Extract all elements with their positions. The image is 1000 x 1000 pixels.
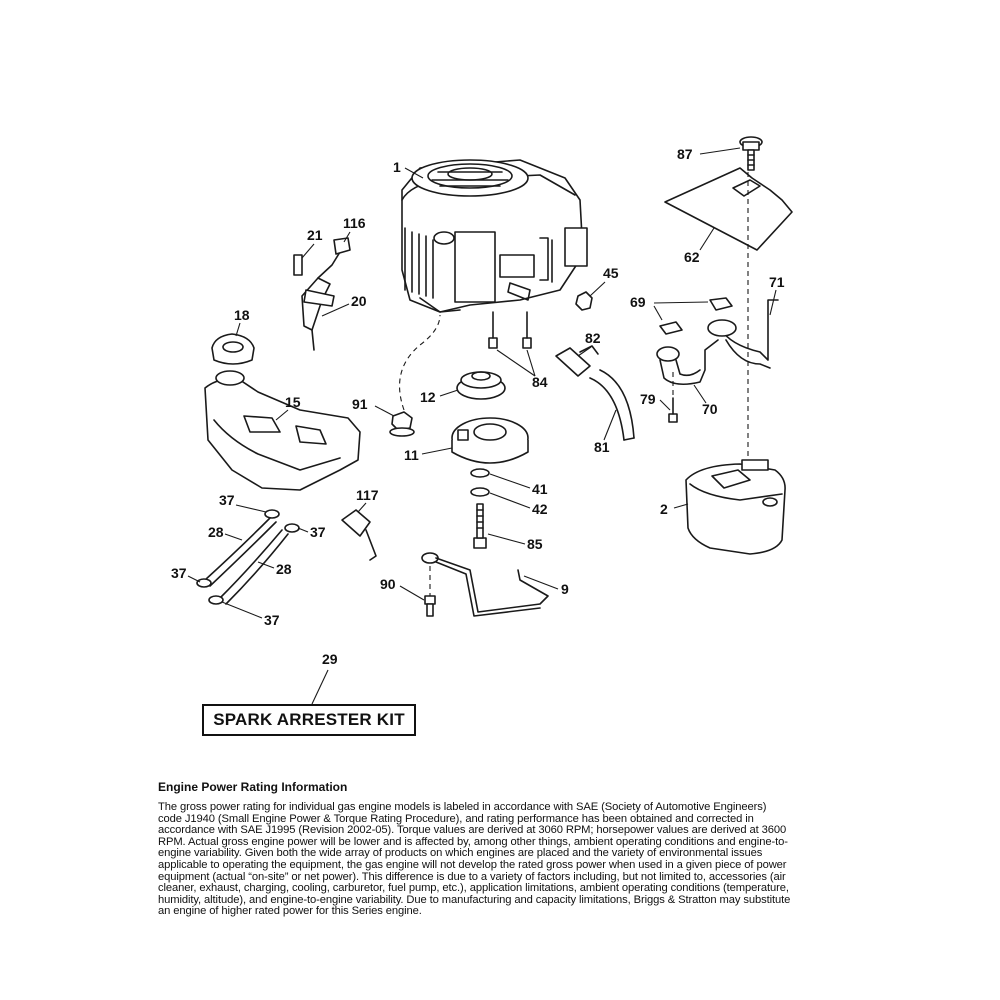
callout-82: 82: [585, 330, 601, 346]
spark-arrester-kit-label: SPARK ARRESTER KIT: [202, 704, 416, 736]
knob-116: [333, 237, 351, 255]
parts-diagram: 1 87 62 21 116 20 45 71: [171, 136, 793, 705]
callout-21: 21: [307, 227, 323, 243]
callout-28a: 28: [208, 524, 224, 540]
callout-62: 62: [684, 249, 700, 265]
callout-81: 81: [594, 439, 610, 455]
callout-91: 91: [352, 396, 368, 412]
washer-41: [470, 468, 490, 478]
callout-71: 71: [769, 274, 785, 290]
callout-15: 15: [285, 394, 301, 410]
callout-2: 2: [660, 501, 668, 517]
callout-45: 45: [603, 265, 619, 281]
fuel-lines-28: [204, 517, 289, 605]
exhaust-pipe-70: [656, 339, 719, 386]
callout-70: 70: [702, 401, 718, 417]
heat-shield-62: [664, 167, 793, 251]
clutch-11: [451, 417, 529, 464]
callout-87: 87: [677, 146, 693, 162]
callout-117: 117: [356, 487, 379, 503]
gaskets-69: [659, 297, 733, 335]
hose-clamps-37: [196, 509, 300, 605]
callout-11: 11: [404, 447, 419, 463]
throttle-bracket-20: [293, 251, 341, 351]
muffler-2: [685, 459, 786, 555]
fuel-cap-18: [211, 333, 255, 365]
callout-12: 12: [420, 389, 436, 405]
callout-69: 69: [630, 294, 646, 310]
engine: [401, 159, 588, 313]
exhaust-pipe-71: [707, 299, 779, 369]
callout-79: 79: [640, 391, 656, 407]
callout-28b: 28: [276, 561, 292, 577]
shutoff-valve-117: [341, 509, 377, 561]
fitting-82: [555, 345, 599, 377]
rod-9: [421, 552, 549, 617]
fuel-tank-15: [204, 370, 361, 491]
callout-84: 84: [532, 374, 548, 390]
info-title: Engine Power Rating Information: [158, 780, 348, 794]
callout-20: 20: [351, 293, 367, 309]
bolt-85: [473, 503, 487, 549]
washer-42: [470, 487, 490, 497]
callout-37a: 37: [219, 492, 235, 508]
callout-42: 42: [532, 501, 548, 517]
engine-power-rating-info: Engine Power Rating Information The gros…: [158, 780, 792, 918]
nut-45: [575, 291, 593, 311]
callout-9: 9: [561, 581, 569, 597]
callout-41: 41: [532, 481, 548, 497]
fuel-line-81: [589, 369, 635, 441]
pulley-12: [456, 371, 506, 400]
callout-1: 1: [393, 159, 401, 175]
bolt-90: [424, 595, 436, 617]
callout-116: 116: [343, 215, 366, 231]
bolts-84: [488, 311, 532, 349]
callout-18: 18: [234, 307, 250, 323]
bolt-87: [739, 136, 763, 171]
callout-29: 29: [322, 651, 338, 667]
info-body: The gross power rating for individual ga…: [158, 801, 791, 918]
callout-90: 90: [380, 576, 396, 592]
callout-85: 85: [527, 536, 543, 552]
screw-79: [668, 397, 678, 423]
nut-91: [389, 411, 415, 437]
callout-37d: 37: [264, 612, 280, 628]
callout-37b: 37: [310, 524, 326, 540]
callout-37c: 37: [171, 565, 187, 581]
